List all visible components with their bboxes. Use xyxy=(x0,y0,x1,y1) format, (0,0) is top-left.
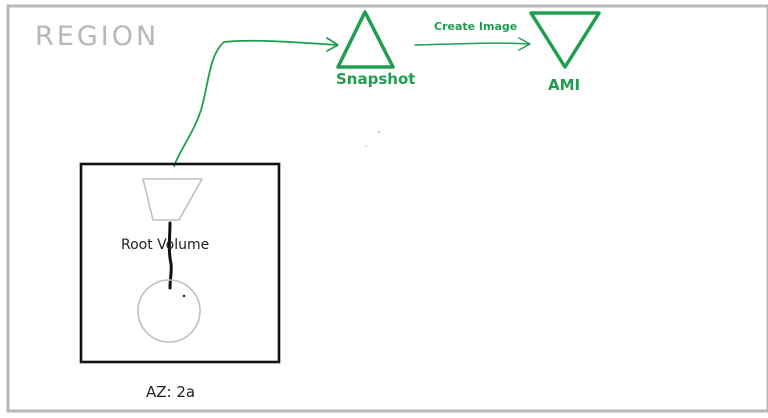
sketch-dot xyxy=(378,131,380,133)
availability-zone-box xyxy=(79,162,281,364)
ami-label: AMI xyxy=(548,76,580,94)
sketch-dot xyxy=(365,145,367,147)
create-image-arrowhead xyxy=(518,37,531,51)
root-volume-icon xyxy=(142,178,203,221)
instance-icon xyxy=(137,279,201,343)
attachment-line xyxy=(167,221,173,290)
region-boundary xyxy=(6,4,768,413)
availability-zone-label: AZ: 2a xyxy=(146,383,195,401)
root-volume-label: Root Volume xyxy=(121,237,209,253)
root-volume-to-snapshot-arrow xyxy=(173,39,338,167)
snapshot-arrowhead xyxy=(326,37,339,52)
create-image-arrow xyxy=(414,42,530,46)
snapshot-icon xyxy=(336,10,395,69)
instance-marker xyxy=(182,294,186,298)
snapshot-label: Snapshot xyxy=(336,70,415,88)
create-image-label: Create Image xyxy=(434,20,517,33)
ami-icon xyxy=(529,11,601,69)
region-label: REGION xyxy=(35,21,159,52)
